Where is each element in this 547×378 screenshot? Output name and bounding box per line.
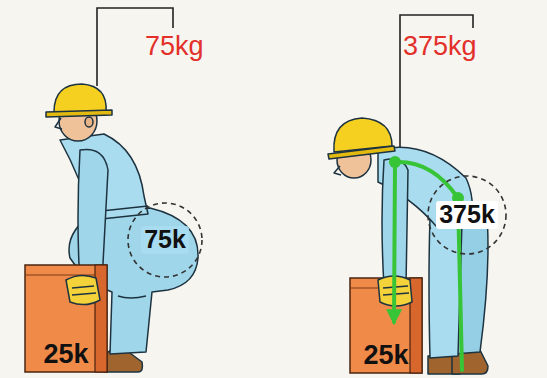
ear bbox=[85, 117, 93, 127]
joint-dots bbox=[389, 156, 464, 204]
weight-label: 375kg bbox=[403, 32, 477, 62]
hat-brim bbox=[328, 146, 395, 159]
hard-hat bbox=[54, 84, 106, 112]
load-circle: 375k bbox=[427, 175, 507, 255]
load-box: 25k bbox=[350, 278, 422, 373]
load-value: 375k bbox=[436, 201, 498, 229]
nose bbox=[334, 166, 341, 175]
nose bbox=[55, 118, 62, 129]
dashed-circle-outline bbox=[428, 176, 506, 254]
bracket-lines bbox=[97, 8, 473, 148]
load-value: 75k bbox=[141, 226, 189, 254]
cardboard-box bbox=[25, 265, 107, 372]
box-weight: 25k bbox=[43, 340, 88, 370]
shoulder-dot bbox=[389, 156, 401, 168]
glove-fingers bbox=[72, 286, 96, 295]
trouser-fold bbox=[118, 296, 146, 298]
bending-worker bbox=[328, 118, 488, 374]
arm bbox=[78, 149, 108, 284]
hat-brim bbox=[46, 110, 112, 117]
box-weight: 25k bbox=[363, 341, 408, 371]
dashed-circle-outline bbox=[128, 203, 202, 277]
weight-label: 75kg bbox=[145, 32, 204, 62]
load-circle: 75k bbox=[127, 202, 203, 278]
gloves bbox=[66, 275, 412, 306]
load-box: 25k bbox=[25, 265, 107, 372]
load-lines bbox=[394, 162, 462, 370]
load-arrow bbox=[394, 162, 395, 322]
box-face bbox=[25, 265, 107, 372]
glove bbox=[66, 275, 100, 304]
box-fills bbox=[25, 265, 422, 373]
